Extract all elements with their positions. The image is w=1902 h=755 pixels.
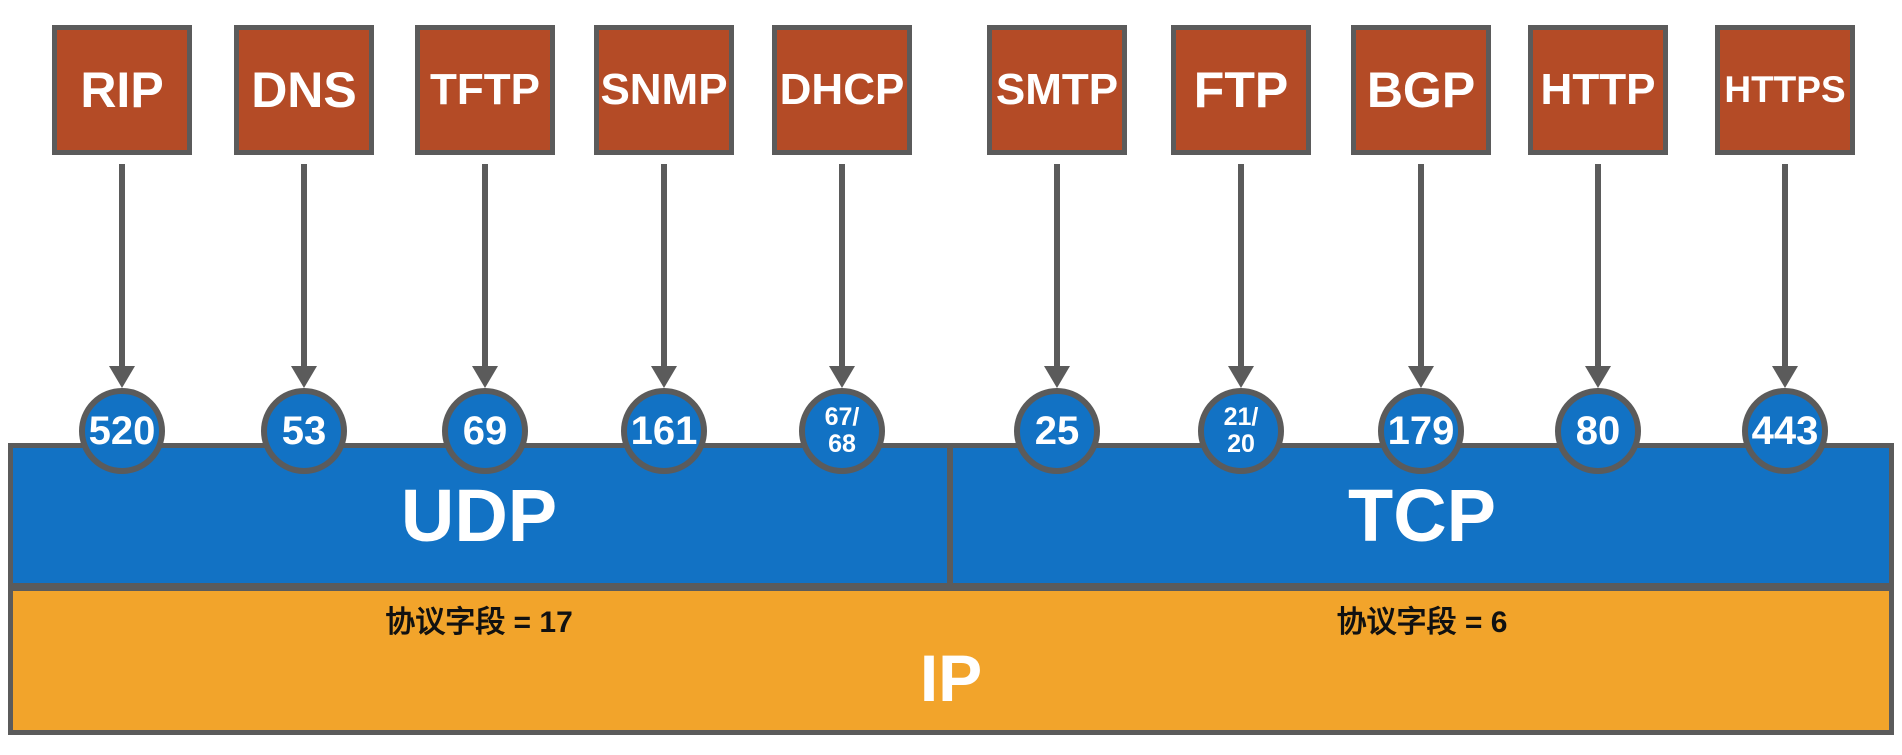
down-arrow-head-icon [1772, 366, 1798, 388]
port-number: 80 [1575, 408, 1621, 453]
down-arrow-head-icon [109, 366, 135, 388]
down-arrow-line [482, 164, 488, 366]
port-number: 53 [281, 408, 327, 453]
port-number: 520 [88, 408, 156, 453]
down-arrow-line [1595, 164, 1601, 366]
network-layer-bar [8, 586, 1894, 735]
ip-layer-label: IP [919, 641, 983, 715]
port-number: 69 [462, 408, 508, 453]
protocol-box-label: SMTP [995, 65, 1119, 114]
port-number: 25 [1034, 408, 1080, 453]
port-circle-snmp: 161 [621, 388, 707, 474]
protocol-box-bgp: BGP [1351, 25, 1491, 155]
down-arrow-line [119, 164, 125, 366]
protocol-box-snmp: SNMP [594, 25, 734, 155]
down-arrow-line [1782, 164, 1788, 366]
port-circle-dns: 53 [261, 388, 347, 474]
udp-layer-label: UDP [400, 474, 558, 557]
down-arrow-head-icon [829, 366, 855, 388]
protocol-box-http: HTTP [1528, 25, 1668, 155]
tcp-layer-label: TCP [1348, 474, 1496, 557]
down-arrow-head-icon [1044, 366, 1070, 388]
port-number: 67/ 68 [824, 403, 860, 458]
protocol-box-dns: DNS [234, 25, 374, 155]
protocol-box-label: FTP [1193, 62, 1289, 118]
protocol-box-tftp: TFTP [415, 25, 555, 155]
down-arrow-head-icon [1585, 366, 1611, 388]
protocol-box-ftp: FTP [1171, 25, 1311, 155]
protocol-box-label: SNMP [600, 65, 728, 114]
protocol-box-label: DHCP [779, 65, 905, 114]
down-arrow-line [301, 164, 307, 366]
port-number: 179 [1387, 408, 1455, 453]
port-circle-ftp: 21/ 20 [1198, 388, 1284, 474]
protocol-box-rip: RIP [52, 25, 192, 155]
port-circle-tftp: 69 [442, 388, 528, 474]
down-arrow-line [1238, 164, 1244, 366]
port-circle-https: 443 [1742, 388, 1828, 474]
protocol-box-dhcp: DHCP [772, 25, 912, 155]
protocol-box-https: HTTPS [1715, 25, 1855, 155]
protocol-box-label: HTTP [1540, 65, 1656, 114]
protocol-box-label: DNS [251, 62, 357, 118]
down-arrow-line [839, 164, 845, 366]
port-circle-dhcp: 67/ 68 [799, 388, 885, 474]
port-circle-rip: 520 [79, 388, 165, 474]
protocol-box-label: BGP [1366, 62, 1476, 118]
port-circle-http: 80 [1555, 388, 1641, 474]
protocol-box-label: HTTPS [1724, 69, 1846, 110]
down-arrow-head-icon [291, 366, 317, 388]
down-arrow-head-icon [651, 366, 677, 388]
down-arrow-head-icon [1408, 366, 1434, 388]
down-arrow-head-icon [472, 366, 498, 388]
protocol-box-label: RIP [80, 62, 164, 118]
down-arrow-line [1418, 164, 1424, 366]
tcp-protocol-field-label: 协议字段 = 6 [1336, 606, 1508, 639]
port-circle-smtp: 25 [1014, 388, 1100, 474]
udp-protocol-field-label: 协议字段 = 17 [385, 606, 573, 639]
port-number: 21/ 20 [1223, 403, 1259, 458]
port-number: 443 [1751, 408, 1819, 453]
port-circle-bgp: 179 [1378, 388, 1464, 474]
down-arrow-head-icon [1228, 366, 1254, 388]
down-arrow-line [1054, 164, 1060, 366]
protocol-box-label: TFTP [430, 65, 540, 114]
protocol-box-smtp: SMTP [987, 25, 1127, 155]
down-arrow-line [661, 164, 667, 366]
port-number: 161 [630, 408, 698, 453]
udp-tcp-divider [947, 443, 953, 588]
